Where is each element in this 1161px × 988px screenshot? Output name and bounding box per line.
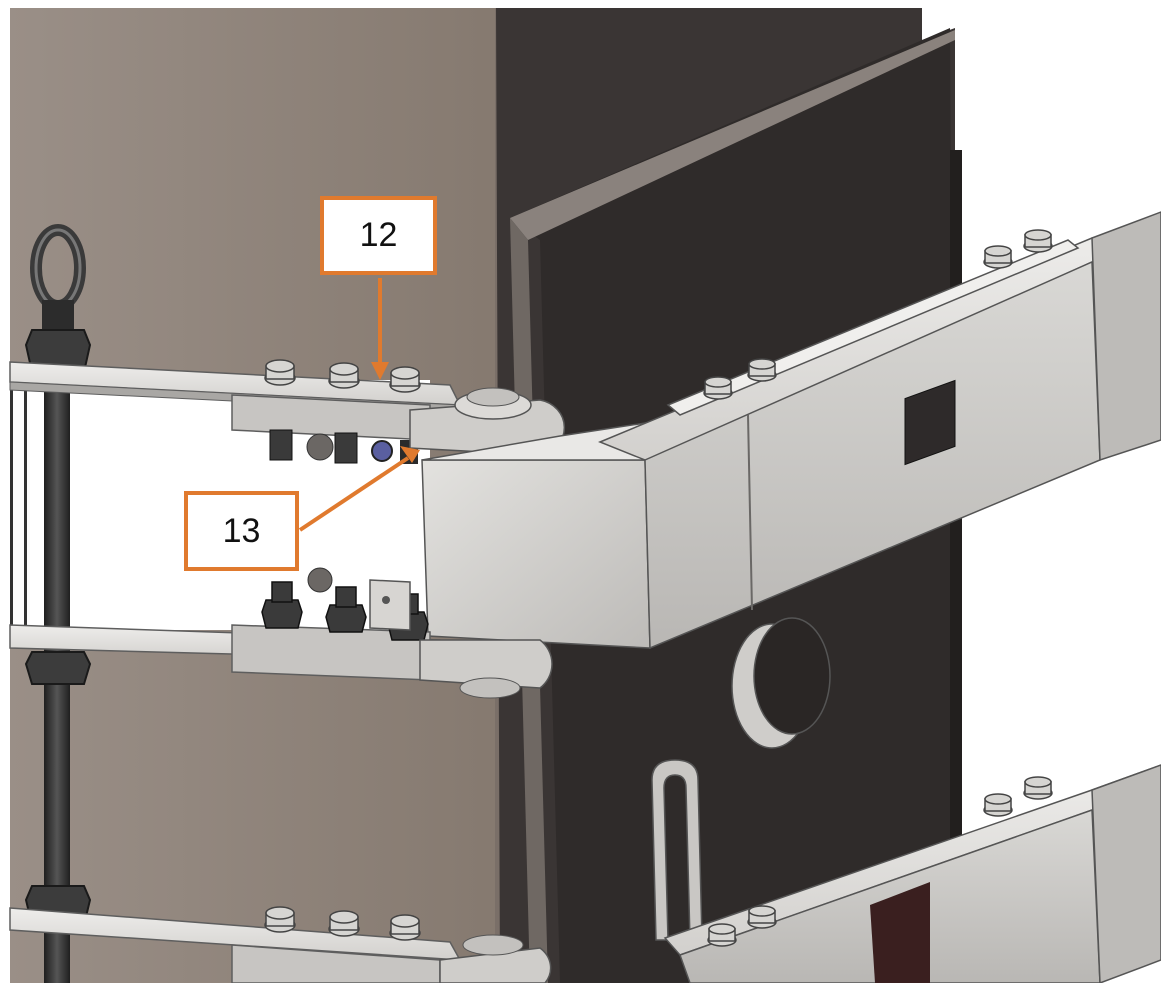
upper-arm — [598, 211, 1161, 650]
lower-arm — [663, 764, 1161, 985]
hinge-block — [421, 419, 667, 649]
eye-bolt — [24, 224, 92, 373]
wall-pad — [731, 617, 831, 749]
wall-panel-edge-highlight — [510, 30, 955, 240]
callout-13-arrow — [298, 446, 420, 532]
frame-line-left — [10, 380, 13, 630]
u-bracket — [651, 759, 703, 941]
callout-12-arrow — [371, 278, 389, 380]
bottom-clamp-rail — [9, 906, 552, 984]
rod-nut-middle — [24, 651, 92, 685]
lower-hinge-knuckle — [419, 639, 553, 699]
callout-label-13: 13 — [184, 491, 299, 571]
frame-line-left-2 — [24, 380, 27, 630]
callout-label-12: 12 — [320, 196, 437, 275]
brand-plate — [904, 379, 956, 466]
